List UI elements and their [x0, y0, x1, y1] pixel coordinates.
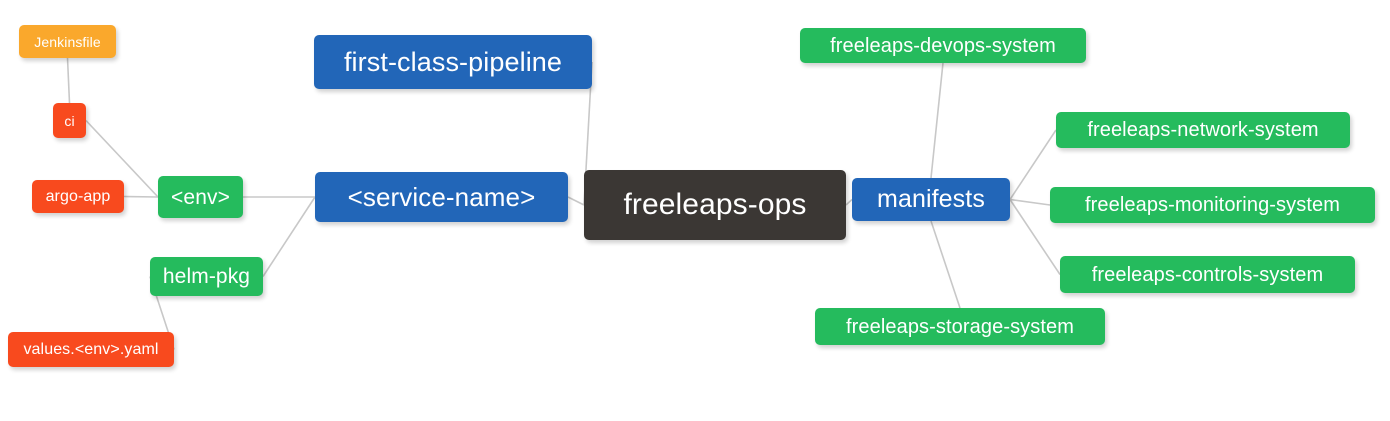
mindmap-node-argo-app[interactable]: argo-app [32, 180, 124, 213]
mindmap-node-label: <service-name> [347, 182, 536, 212]
mindmap-node-jenkinsfile[interactable]: Jenkinsfile [19, 25, 116, 58]
mindmap-node-ci[interactable]: ci [53, 103, 86, 138]
mindmap-node-manifests[interactable]: manifests [852, 178, 1010, 221]
mindmap-node-label: helm-pkg [162, 265, 251, 288]
mindmap-node-freeleaps-devops-system[interactable]: freeleaps-devops-system [800, 28, 1086, 63]
mindmap-node-freeleaps-network-system[interactable]: freeleaps-network-system [1056, 112, 1350, 148]
mindmap-edge-e-root-service [567, 196, 585, 206]
mindmap-edge-e-manifests-devops [930, 62, 944, 179]
mindmap-node-label: manifests [877, 185, 985, 213]
mindmap-node-label: Jenkinsfile [34, 33, 101, 50]
mindmap-node-first-class-pipeline[interactable]: first-class-pipeline [314, 35, 592, 89]
mindmap-node-label: freeleaps-storage-system [845, 315, 1075, 338]
mindmap-node-label: freeleaps-controls-system [1091, 263, 1324, 286]
mindmap-edge-e-manifests-network [1009, 129, 1057, 200]
mindmap-node-freeleaps-controls-system[interactable]: freeleaps-controls-system [1060, 256, 1355, 293]
mindmap-node-label: freeleaps-ops [623, 188, 807, 221]
mindmap-node-label: ci [64, 112, 75, 129]
mindmap-node-label: first-class-pipeline [343, 46, 563, 77]
mindmap-edge-e-manifests-monitor [1009, 198, 1051, 206]
mindmap-node-env[interactable]: <env> [158, 176, 243, 218]
mindmap-node-label: freeleaps-monitoring-system [1084, 194, 1340, 216]
mindmap-node-freeleaps-ops[interactable]: freeleaps-ops [584, 170, 846, 240]
mindmap-node-freeleaps-storage-system[interactable]: freeleaps-storage-system [815, 308, 1105, 345]
mindmap-edge-e-ci-jenkinsfile [66, 57, 71, 104]
mindmap-edge-e-env-argo [123, 195, 159, 198]
mindmap-edge-e-service-helm [262, 196, 316, 277]
mindmap-node-helm-pkg[interactable]: helm-pkg [150, 257, 263, 296]
mindmap-node-label: freeleaps-network-system [1087, 119, 1319, 141]
mindmap-node-service-name[interactable]: <service-name> [315, 172, 568, 222]
mindmap-node-label: <env> [171, 185, 230, 209]
mindmap-node-values-env-yaml[interactable]: values.<env>.yaml [8, 332, 174, 367]
mindmap-node-label: values.<env>.yaml [23, 340, 159, 358]
mindmap-node-label: freeleaps-devops-system [830, 34, 1056, 57]
mindmap-node-label: argo-app [45, 187, 111, 205]
mindmap-node-freeleaps-monitoring-system[interactable]: freeleaps-monitoring-system [1050, 187, 1375, 223]
mindmap-edge-e-manifests-storage [930, 220, 961, 309]
